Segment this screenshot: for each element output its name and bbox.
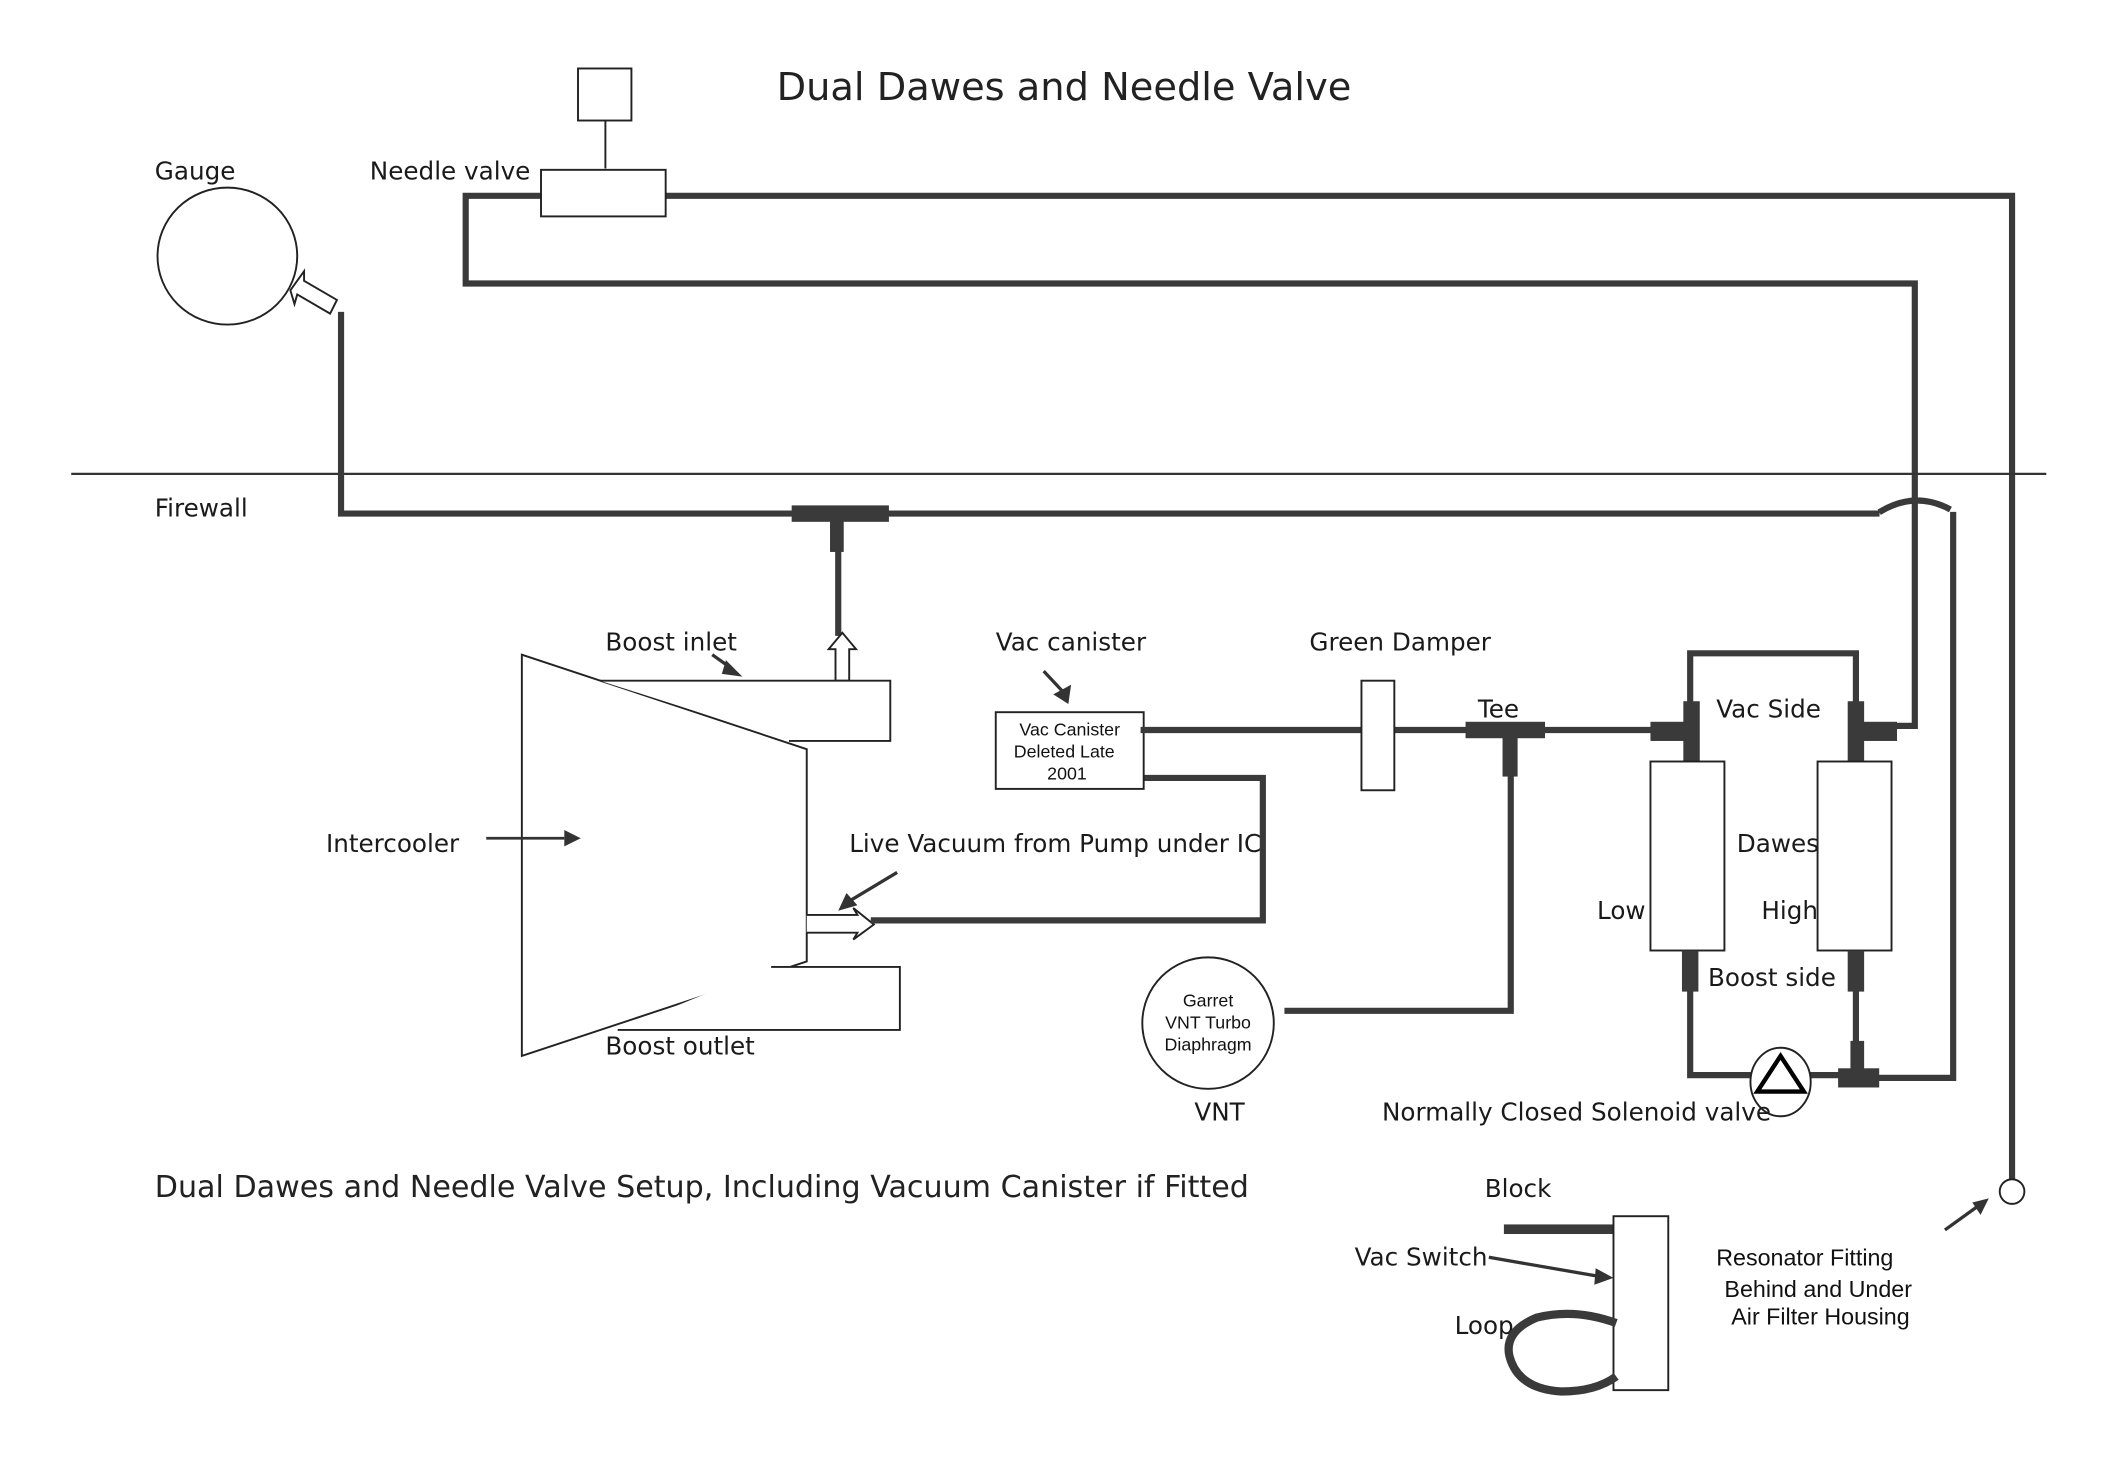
high-dawes-vac-fitting bbox=[1855, 721, 1898, 741]
loop-label: Loop bbox=[1455, 1311, 1514, 1340]
gauge-feed-pipe bbox=[337, 311, 1880, 517]
live-vacuum-port-arrow-icon bbox=[806, 907, 876, 941]
diagram-caption: Dual Dawes and Needle Valve Setup, Inclu… bbox=[155, 1170, 1249, 1205]
live-vacuum-pointer bbox=[848, 871, 898, 903]
tee-label: Tee bbox=[1477, 695, 1519, 724]
resonator-label-1: Resonator Fitting bbox=[1716, 1245, 1893, 1271]
gauge-inlet-arrow-icon bbox=[289, 268, 339, 315]
resonator-pointer bbox=[1943, 1203, 1981, 1232]
boost-inlet-pipe bbox=[599, 679, 892, 742]
vac-switch-arrow-icon bbox=[1594, 1268, 1614, 1285]
needle-valve-body bbox=[540, 168, 667, 218]
needle-valve-knob bbox=[577, 67, 633, 122]
low-label: Low bbox=[1597, 896, 1646, 925]
green-damper bbox=[1360, 679, 1396, 792]
low-dawes-vac-stem bbox=[1683, 701, 1700, 762]
high-dawes-boost-stem bbox=[1847, 950, 1865, 992]
solenoid-triangle-icon bbox=[1753, 1051, 1808, 1094]
vac-switch-body bbox=[1612, 1215, 1670, 1392]
vac-canister-box bbox=[994, 711, 1145, 790]
low-dawes-valve bbox=[1649, 760, 1726, 952]
needle-valve-label: Needle valve bbox=[370, 156, 531, 185]
vac-canister-text-2: Deleted Late bbox=[1014, 741, 1115, 761]
high-dawes-return-pipe bbox=[1873, 511, 1957, 1081]
diagram-title: Dual Dawes and Needle Valve bbox=[777, 65, 1352, 110]
high-label: High bbox=[1761, 896, 1818, 925]
resonator-fitting bbox=[1998, 1178, 2026, 1205]
live-vacuum-pipe bbox=[870, 774, 1266, 924]
boost-side-label: Boost side bbox=[1708, 963, 1836, 992]
vac-canister-text-1: Vac Canister bbox=[1019, 719, 1120, 739]
solenoid-label: Normally Closed Solenoid valve bbox=[1382, 1097, 1771, 1126]
vnt-label: VNT bbox=[1194, 1097, 1245, 1126]
vac-switch-pointer bbox=[1488, 1255, 1601, 1279]
vac-canister-text-3: 2001 bbox=[1047, 763, 1087, 783]
vac-side-label: Vac Side bbox=[1716, 695, 1821, 724]
vac-switch-loop-hose bbox=[1504, 1309, 1619, 1396]
intercooler-arrow-icon bbox=[564, 829, 581, 847]
vac-canister-pointer bbox=[1042, 669, 1065, 693]
vnt-text-1: Garret bbox=[1183, 991, 1233, 1011]
dawes-vac-bridge-pipe bbox=[1687, 650, 1859, 716]
block-pipe bbox=[1503, 1224, 1614, 1235]
boost-tee-fitting bbox=[1838, 1068, 1880, 1088]
boost-tap-arrow-icon bbox=[826, 631, 859, 682]
live-vacuum-label: Live Vacuum from Pump under IC bbox=[849, 829, 1261, 858]
gauge-dial bbox=[156, 186, 299, 326]
vac-switch-label: Vac Switch bbox=[1355, 1243, 1488, 1272]
solenoid-valve bbox=[1749, 1046, 1812, 1118]
boost-outlet-label: Boost outlet bbox=[605, 1032, 755, 1061]
vnt-diaphragm bbox=[1141, 956, 1275, 1090]
dawes-label: Dawes bbox=[1737, 829, 1819, 858]
vac-tee-stem bbox=[1502, 730, 1518, 777]
resonator-pipe bbox=[662, 192, 2016, 1184]
low-dawes-boost-stem bbox=[1681, 950, 1699, 992]
boost-tee-stem bbox=[1850, 1040, 1865, 1077]
gauge-label: Gauge bbox=[155, 156, 236, 185]
low-dawes-boost-pipe bbox=[1687, 985, 1757, 1079]
vnt-text-3: Diaphragm bbox=[1165, 1034, 1252, 1054]
firewall-label: Firewall bbox=[155, 493, 248, 522]
intercooler-label: Intercooler bbox=[326, 829, 460, 858]
resonator-label-2: Behind and Under bbox=[1724, 1276, 1912, 1302]
high-dawes-valve bbox=[1816, 760, 1893, 952]
block-label: Block bbox=[1485, 1174, 1552, 1203]
vnt-text-2: VNT Turbo bbox=[1165, 1013, 1251, 1033]
vnt-feed-pipe bbox=[1284, 770, 1514, 1014]
boost-inlet-label: Boost inlet bbox=[605, 628, 737, 657]
vac-canister-label: Vac canister bbox=[996, 628, 1147, 657]
intercooler-body bbox=[520, 653, 808, 1058]
boost-inlet-arrow-icon bbox=[721, 660, 743, 677]
gauge-tee-stem bbox=[830, 513, 844, 552]
resonator-label-3: Air Filter Housing bbox=[1731, 1303, 1909, 1329]
vac-canister-arrow-icon bbox=[1053, 684, 1072, 704]
boost-outlet-pipe bbox=[617, 965, 901, 1031]
green-damper-label: Green Damper bbox=[1309, 628, 1491, 657]
pipe-crossover-arc bbox=[1877, 497, 1952, 515]
resonator-arrow-icon bbox=[1972, 1198, 1989, 1215]
needle-valve-return-pipe bbox=[462, 192, 1918, 729]
live-vacuum-arrow-icon bbox=[838, 892, 858, 911]
